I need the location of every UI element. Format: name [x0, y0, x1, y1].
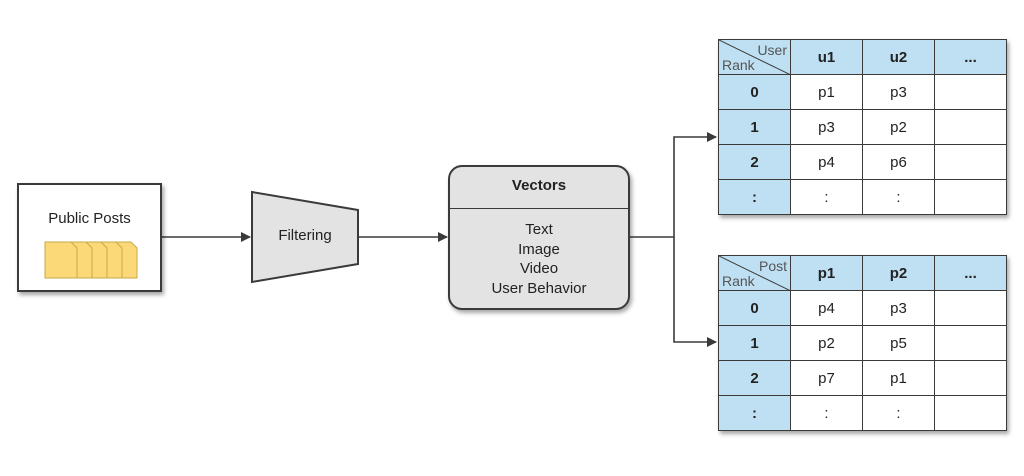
column-header: p1: [790, 255, 863, 291]
table-cell: :: [862, 179, 935, 215]
table-corner-cell: User Rank: [718, 39, 791, 75]
table-header-row: User Rank u1 u2 ...: [718, 39, 1007, 75]
rank-cell: :: [718, 395, 791, 431]
corner-label-rank: Rank: [722, 57, 755, 73]
column-header: ...: [934, 39, 1007, 75]
rank-cell: 1: [718, 325, 791, 361]
column-header: p2: [862, 255, 935, 291]
public-posts-label: Public Posts: [48, 210, 131, 227]
table-cell: [934, 395, 1007, 431]
rank-cell: 2: [718, 360, 791, 396]
table-cell: p3: [862, 74, 935, 110]
column-header: ...: [934, 255, 1007, 291]
table-row: 2 p4 p6: [718, 144, 1007, 180]
table-row: 2 p7 p1: [718, 360, 1007, 396]
table-cell: p5: [862, 325, 935, 361]
corner-label-post: Post: [758, 258, 787, 274]
vectors-title: Vectors: [511, 177, 567, 194]
table-cell: p3: [862, 290, 935, 326]
vectors-divider: [450, 208, 628, 209]
column-header: u2: [862, 39, 935, 75]
table-row: : : :: [718, 179, 1007, 215]
corner-label-user: User: [757, 42, 787, 58]
table-cell: [934, 144, 1007, 180]
rank-cell: 0: [718, 74, 791, 110]
arrow-vectors-to-post-table: [673, 237, 717, 347]
table-cell: [934, 360, 1007, 396]
table-cell: p1: [862, 360, 935, 396]
arrow-vectors-to-user-table: [630, 132, 717, 238]
table-cell: [934, 290, 1007, 326]
vector-item: Video: [519, 260, 559, 277]
table-cell: :: [862, 395, 935, 431]
filtering-label: Filtering: [278, 227, 332, 244]
document-stack-icon: [44, 241, 138, 279]
corner-label-rank: Rank: [722, 273, 755, 289]
post-rank-table: Post Rank p1 p2 ... 0 p4 p3 1 p2 p5 2 p7…: [718, 255, 1007, 431]
filtering-node: [251, 190, 359, 284]
table-cell: p1: [790, 74, 863, 110]
table-row: 0 p4 p3: [718, 290, 1007, 326]
rank-cell: :: [718, 179, 791, 215]
table-cell: p2: [790, 325, 863, 361]
rank-cell: 1: [718, 109, 791, 145]
vector-item: Image: [518, 240, 560, 258]
user-rank-table: User Rank u1 u2 ... 0 p1 p3 1 p3 p2 2 p4…: [718, 39, 1007, 215]
table-row: 0 p1 p3: [718, 74, 1007, 110]
table-row: : : :: [718, 395, 1007, 431]
table-header-row: Post Rank p1 p2 ...: [718, 255, 1007, 291]
table-cell: p6: [862, 144, 935, 180]
vectors-node: Vectors Text Image Video User Behavior: [448, 165, 630, 310]
table-cell: [934, 74, 1007, 110]
table-cell: :: [790, 395, 863, 431]
table-row: 1 p2 p5: [718, 325, 1007, 361]
vector-item: Text: [525, 221, 553, 238]
table-cell: p7: [790, 360, 863, 396]
table-cell: :: [790, 179, 863, 215]
table-cell: [934, 109, 1007, 145]
table-cell: p3: [790, 109, 863, 145]
column-header: u1: [790, 39, 863, 75]
table-cell: p4: [790, 144, 863, 180]
table-row: 1 p3 p2: [718, 109, 1007, 145]
rank-cell: 0: [718, 290, 791, 326]
public-posts-node: Public Posts: [17, 183, 162, 292]
table-cell: p4: [790, 290, 863, 326]
table-cell: [934, 179, 1007, 215]
rank-cell: 2: [718, 144, 791, 180]
table-cell: p2: [862, 109, 935, 145]
table-cell: [934, 325, 1007, 361]
vectors-list: Text Image Video User Behavior: [450, 220, 628, 298]
vector-item: User Behavior: [491, 279, 587, 297]
table-corner-cell: Post Rank: [718, 255, 791, 291]
